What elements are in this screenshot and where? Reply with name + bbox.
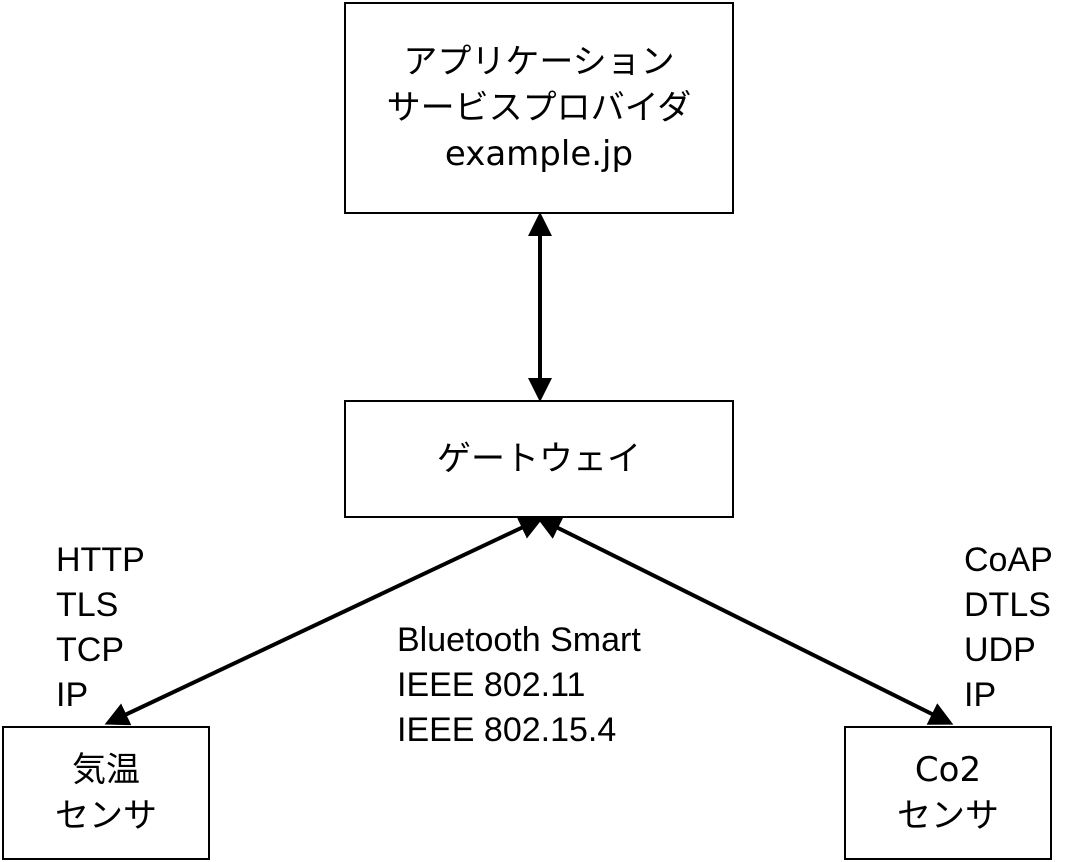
left-protocol-ip: IP — [56, 676, 89, 714]
co2-sensor-label-line-2: センサ — [897, 796, 999, 836]
left-protocol-http: HTTP — [56, 541, 145, 579]
link-layer-protocols: Bluetooth Smart IEEE 802.11 IEEE 802.15.… — [397, 618, 641, 753]
provider-label-line-1: アプリケーション — [403, 42, 675, 82]
provider-domain: example.jp — [444, 134, 634, 174]
temperature-sensor-label-line-2: センサ — [55, 796, 157, 836]
right-protocol-ip: IP — [964, 676, 997, 714]
co2-sensor-label-line-1: Co2 — [914, 750, 982, 790]
right-protocol-coap: CoAP — [964, 541, 1053, 579]
right-protocol-dtls: DTLS — [964, 586, 1051, 624]
right-protocol-udp: UDP — [964, 631, 1036, 669]
left-protocol-tcp: TCP — [56, 631, 124, 669]
co2-sensor-node: Co2 センサ — [844, 726, 1052, 860]
gateway-label: ゲートウェイ — [437, 439, 641, 479]
provider-label-line-2: サービスプロバイダ — [386, 88, 692, 128]
right-protocol-stack: CoAP DTLS UDP IP — [964, 538, 1053, 718]
application-service-provider-node: アプリケーション サービスプロバイダ example.jp — [344, 2, 734, 214]
temperature-sensor-node: 気温 センサ — [2, 726, 210, 860]
gateway-co2-sensor-arrow — [536, 517, 954, 725]
left-protocol-tls: TLS — [56, 586, 119, 624]
gateway-node: ゲートウェイ — [344, 400, 734, 518]
temperature-sensor-label-line-1: 気温 — [72, 750, 140, 790]
link-protocol-ieee-802-15-4: IEEE 802.15.4 — [397, 711, 617, 749]
link-protocol-ieee-802-11: IEEE 802.11 — [397, 666, 586, 704]
gateway-temperature-sensor-arrow — [104, 516, 544, 726]
link-protocol-bluetooth-smart: Bluetooth Smart — [397, 621, 641, 659]
left-protocol-stack: HTTP TLS TCP IP — [56, 538, 145, 718]
